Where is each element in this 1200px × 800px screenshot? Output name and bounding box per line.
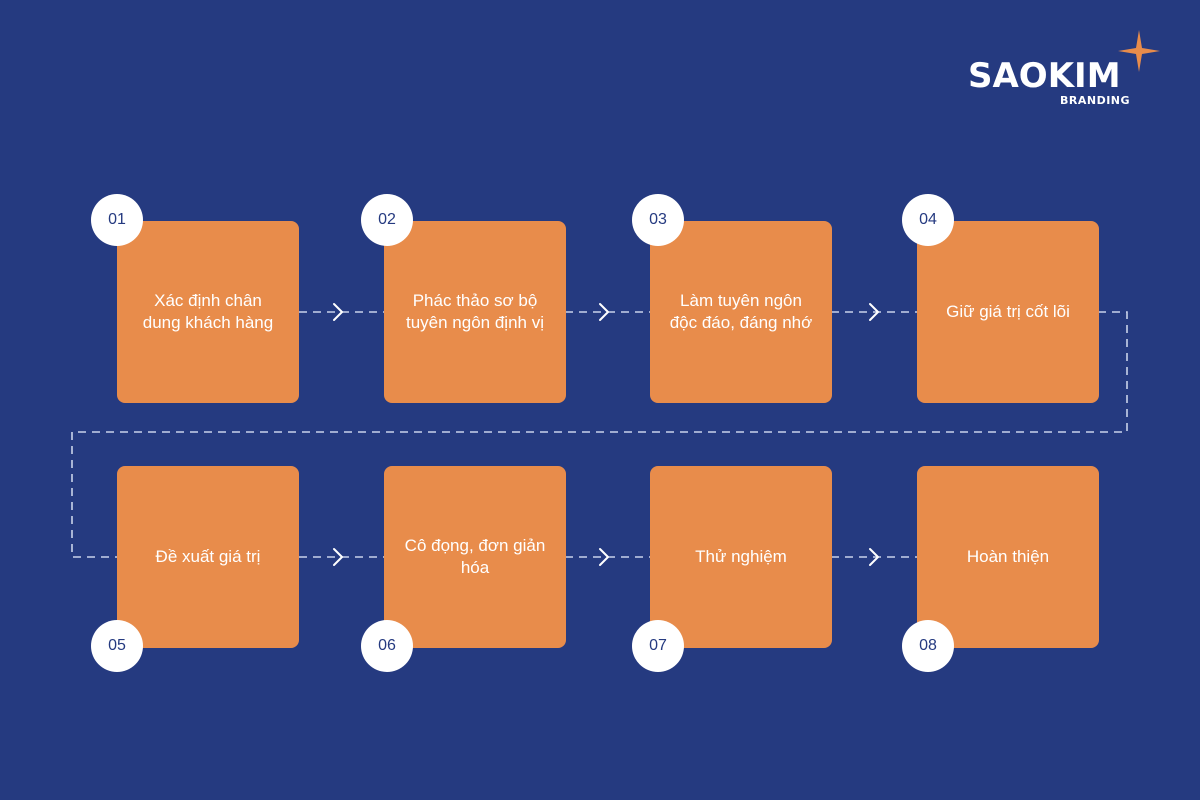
step-number-badge: 04 bbox=[902, 194, 954, 246]
step-number-badge: 03 bbox=[632, 194, 684, 246]
brand-logo: SAOKIM BRANDING bbox=[960, 30, 1170, 110]
step-label: Thử nghiệm bbox=[695, 547, 787, 566]
arrow-icon bbox=[333, 548, 343, 566]
step-box-6: Cô đọng, đơn giản hóa bbox=[384, 466, 566, 648]
step-box-7: Thử nghiệm bbox=[650, 466, 832, 648]
step-box-2: Phác thảo sơ bộ tuyên ngôn định vị bbox=[384, 221, 566, 403]
arrow-icon bbox=[599, 303, 609, 321]
star-icon bbox=[1118, 30, 1160, 72]
step-box-3: Làm tuyên ngôn độc đáo, đáng nhớ bbox=[650, 221, 832, 403]
step-label: Cô đọng, đơn giản hóa bbox=[404, 536, 546, 577]
step-number-badge: 06 bbox=[361, 620, 413, 672]
brand-name: SAOKIM bbox=[968, 56, 1121, 96]
step-box-8: Hoàn thiện bbox=[917, 466, 1099, 648]
step-number-badge: 05 bbox=[91, 620, 143, 672]
arrow-icon bbox=[599, 548, 609, 566]
step-label: Phác thảo sơ bộ tuyên ngôn định vị bbox=[406, 291, 544, 332]
arrow-icon bbox=[333, 303, 343, 321]
arrow-icon bbox=[869, 303, 879, 321]
arrow-icon bbox=[869, 548, 879, 566]
step-label: Hoàn thiện bbox=[966, 547, 1050, 566]
step-box-4: Giữ giá trị cốt lõi bbox=[917, 221, 1099, 403]
step-label: Xác định chân dung khách hàng bbox=[142, 291, 274, 332]
step-box-5: Đề xuất giá trị bbox=[117, 466, 299, 648]
step-number-badge: 02 bbox=[361, 194, 413, 246]
step-number-badge: 01 bbox=[91, 194, 143, 246]
step-box-1: Xác định chân dung khách hàng bbox=[117, 221, 299, 403]
step-label: Làm tuyên ngôn độc đáo, đáng nhớ bbox=[669, 291, 813, 332]
brand-sub: BRANDING bbox=[1060, 94, 1131, 107]
step-label: Giữ giá trị cốt lõi bbox=[946, 302, 1070, 321]
step-number-badge: 07 bbox=[632, 620, 684, 672]
step-label: Đề xuất giá trị bbox=[155, 547, 261, 566]
step-number-badge: 08 bbox=[902, 620, 954, 672]
